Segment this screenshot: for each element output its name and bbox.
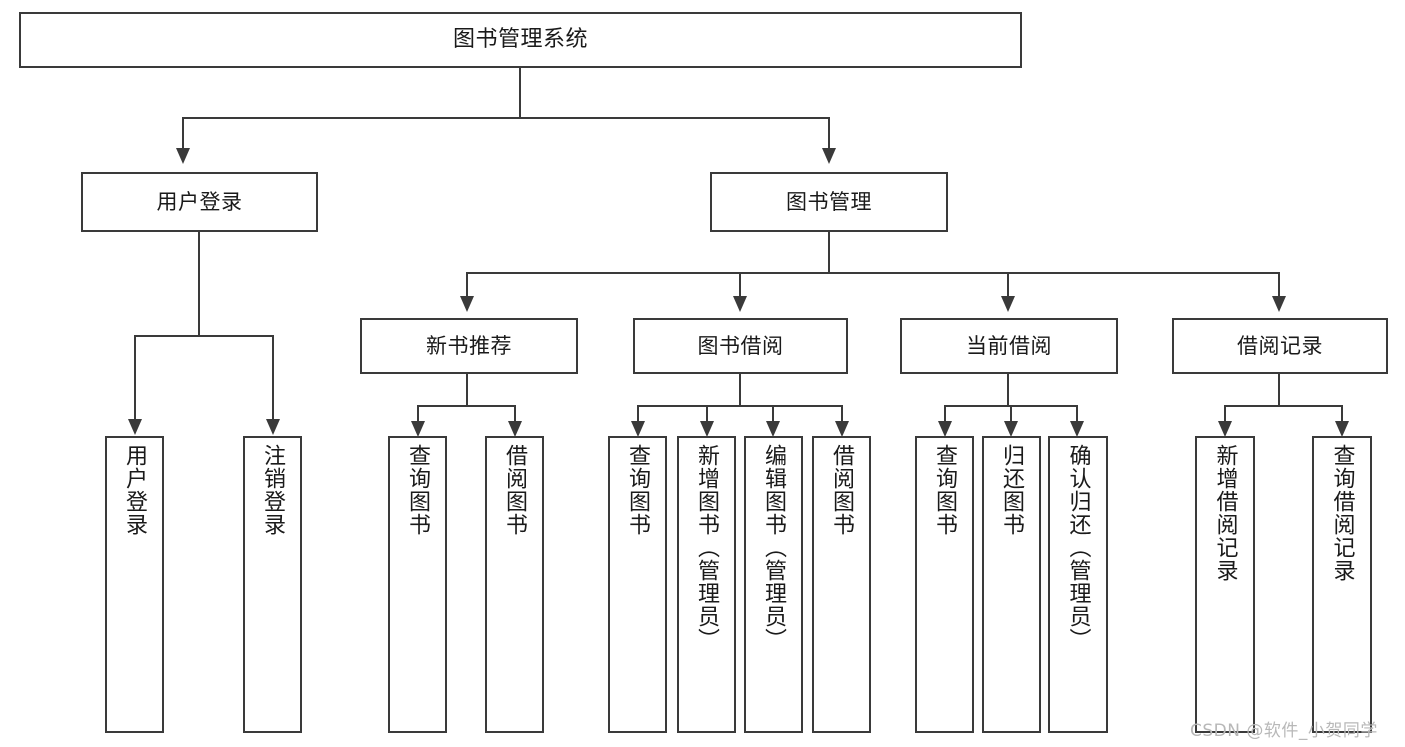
arrow-to-leaf-user-login (128, 419, 142, 435)
node-label: 新增借阅记录 (1212, 444, 1238, 582)
node-user-login[interactable]: 用户登录 (81, 172, 318, 232)
node-book-management[interactable]: 图书管理 (710, 172, 948, 232)
edge-root-stem (519, 68, 521, 118)
edge-root-to-user-login (182, 117, 184, 149)
arrow-to-leaf-return-book (1004, 421, 1018, 437)
arrow-to-leaf-borrow-book-1 (508, 421, 522, 437)
node-label: 借阅图书 (829, 444, 855, 536)
edge-bb-to-leaf-3 (772, 405, 774, 423)
edge-book-borrow-stem (739, 374, 741, 406)
edge-borrow-record-stem (1278, 374, 1280, 406)
edge-cb-to-leaf-1 (944, 405, 946, 423)
edge-root-to-book-management (828, 117, 830, 149)
edge-bb-to-leaf-1 (637, 405, 639, 423)
node-label: 用户登录 (122, 444, 148, 536)
arrow-to-leaf-logout-login (266, 419, 280, 435)
arrow-to-leaf-add-book (700, 421, 714, 437)
node-label: 查询图书 (405, 444, 431, 536)
arrow-to-book-borrow (733, 296, 747, 312)
node-label: 查询借阅记录 (1329, 444, 1355, 582)
node-label: 用户登录 (156, 189, 243, 214)
edge-bm-to-current-borrow (1007, 272, 1009, 297)
edge-br-to-leaf-2 (1341, 405, 1343, 423)
node-leaf-borrow-book-1[interactable]: 借阅图书 (485, 436, 544, 733)
node-leaf-query-book-1[interactable]: 查询图书 (388, 436, 447, 733)
node-leaf-return-book[interactable]: 归还图书 (982, 436, 1041, 733)
arrow-to-book-management (822, 148, 836, 164)
edge-br-to-leaf-1 (1224, 405, 1226, 423)
edge-book-borrow-bar (637, 405, 843, 407)
node-label: 当前借阅 (966, 333, 1052, 358)
node-current-borrow[interactable]: 当前借阅 (900, 318, 1118, 374)
node-leaf-logout-login[interactable]: 注销登录 (243, 436, 302, 733)
edge-book-management-bar (466, 272, 1280, 274)
arrow-to-leaf-query-book-1 (411, 421, 425, 437)
edge-book-management-stem (828, 232, 830, 274)
arrow-to-borrow-record (1272, 296, 1286, 312)
node-leaf-edit-book[interactable]: 编辑图书（管理员） (744, 436, 803, 733)
edge-new-book-stem (466, 374, 468, 406)
node-label: 图书借阅 (697, 333, 784, 358)
edge-user-login-to-leaf-1 (134, 335, 136, 420)
edge-current-borrow-stem (1007, 374, 1009, 406)
arrow-to-new-book-recommend (460, 296, 474, 312)
node-root-system[interactable]: 图书管理系统 (19, 12, 1022, 68)
arrow-to-leaf-query-borrow-record (1335, 421, 1349, 437)
node-label: 查询图书 (932, 444, 958, 536)
node-leaf-query-borrow-record[interactable]: 查询借阅记录 (1312, 436, 1372, 733)
node-leaf-add-book[interactable]: 新增图书（管理员） (677, 436, 736, 733)
edge-bm-to-borrow-record (1278, 272, 1280, 297)
node-label: 注销登录 (260, 444, 286, 536)
node-leaf-query-book-3[interactable]: 查询图书 (915, 436, 974, 733)
node-leaf-add-borrow-record[interactable]: 新增借阅记录 (1195, 436, 1255, 733)
edge-user-login-bar (134, 335, 274, 337)
arrow-to-leaf-add-borrow-record (1218, 421, 1232, 437)
edge-bm-to-book-borrow (739, 272, 741, 297)
edge-cb-to-leaf-3 (1076, 405, 1078, 423)
edge-bb-to-leaf-2 (706, 405, 708, 423)
edge-root-bar (182, 117, 830, 119)
node-leaf-query-book-2[interactable]: 查询图书 (608, 436, 667, 733)
arrow-to-leaf-confirm-return (1070, 421, 1084, 437)
node-label: 图书管理 (786, 189, 872, 214)
edge-user-login-to-leaf-2 (272, 335, 274, 420)
node-label: 确认归还（管理员） (1065, 444, 1091, 651)
edge-user-login-stem (198, 232, 200, 336)
edge-borrow-record-bar (1224, 405, 1343, 407)
node-borrow-record[interactable]: 借阅记录 (1172, 318, 1388, 374)
node-label: 查询图书 (625, 444, 651, 536)
edge-bm-to-new-book (466, 272, 468, 297)
node-new-book-recommend[interactable]: 新书推荐 (360, 318, 578, 374)
csdn-watermark: CSDN @软件_小贺同学 (1190, 721, 1378, 741)
arrow-to-leaf-borrow-book-2 (835, 421, 849, 437)
node-label: 新增图书（管理员） (694, 444, 720, 651)
node-leaf-confirm-return[interactable]: 确认归还（管理员） (1048, 436, 1108, 733)
edge-bb-to-leaf-4 (841, 405, 843, 423)
node-label: 借阅记录 (1237, 333, 1323, 358)
arrow-to-current-borrow (1001, 296, 1015, 312)
node-book-borrow[interactable]: 图书借阅 (633, 318, 848, 374)
node-leaf-borrow-book-2[interactable]: 借阅图书 (812, 436, 871, 733)
arrow-to-leaf-edit-book (766, 421, 780, 437)
arrow-to-leaf-query-book-3 (938, 421, 952, 437)
node-label: 借阅图书 (502, 444, 528, 536)
arrow-to-leaf-query-book-2 (631, 421, 645, 437)
node-leaf-user-login[interactable]: 用户登录 (105, 436, 164, 733)
edge-nb-to-leaf-1 (417, 405, 419, 423)
node-label: 新书推荐 (426, 333, 512, 358)
edge-nb-to-leaf-2 (514, 405, 516, 423)
node-label: 图书管理系统 (452, 27, 588, 53)
arrow-to-user-login (176, 148, 190, 164)
node-label: 编辑图书（管理员） (761, 444, 787, 651)
edge-new-book-bar (417, 405, 516, 407)
edge-cb-to-leaf-2 (1010, 405, 1012, 423)
node-label: 归还图书 (999, 444, 1025, 536)
